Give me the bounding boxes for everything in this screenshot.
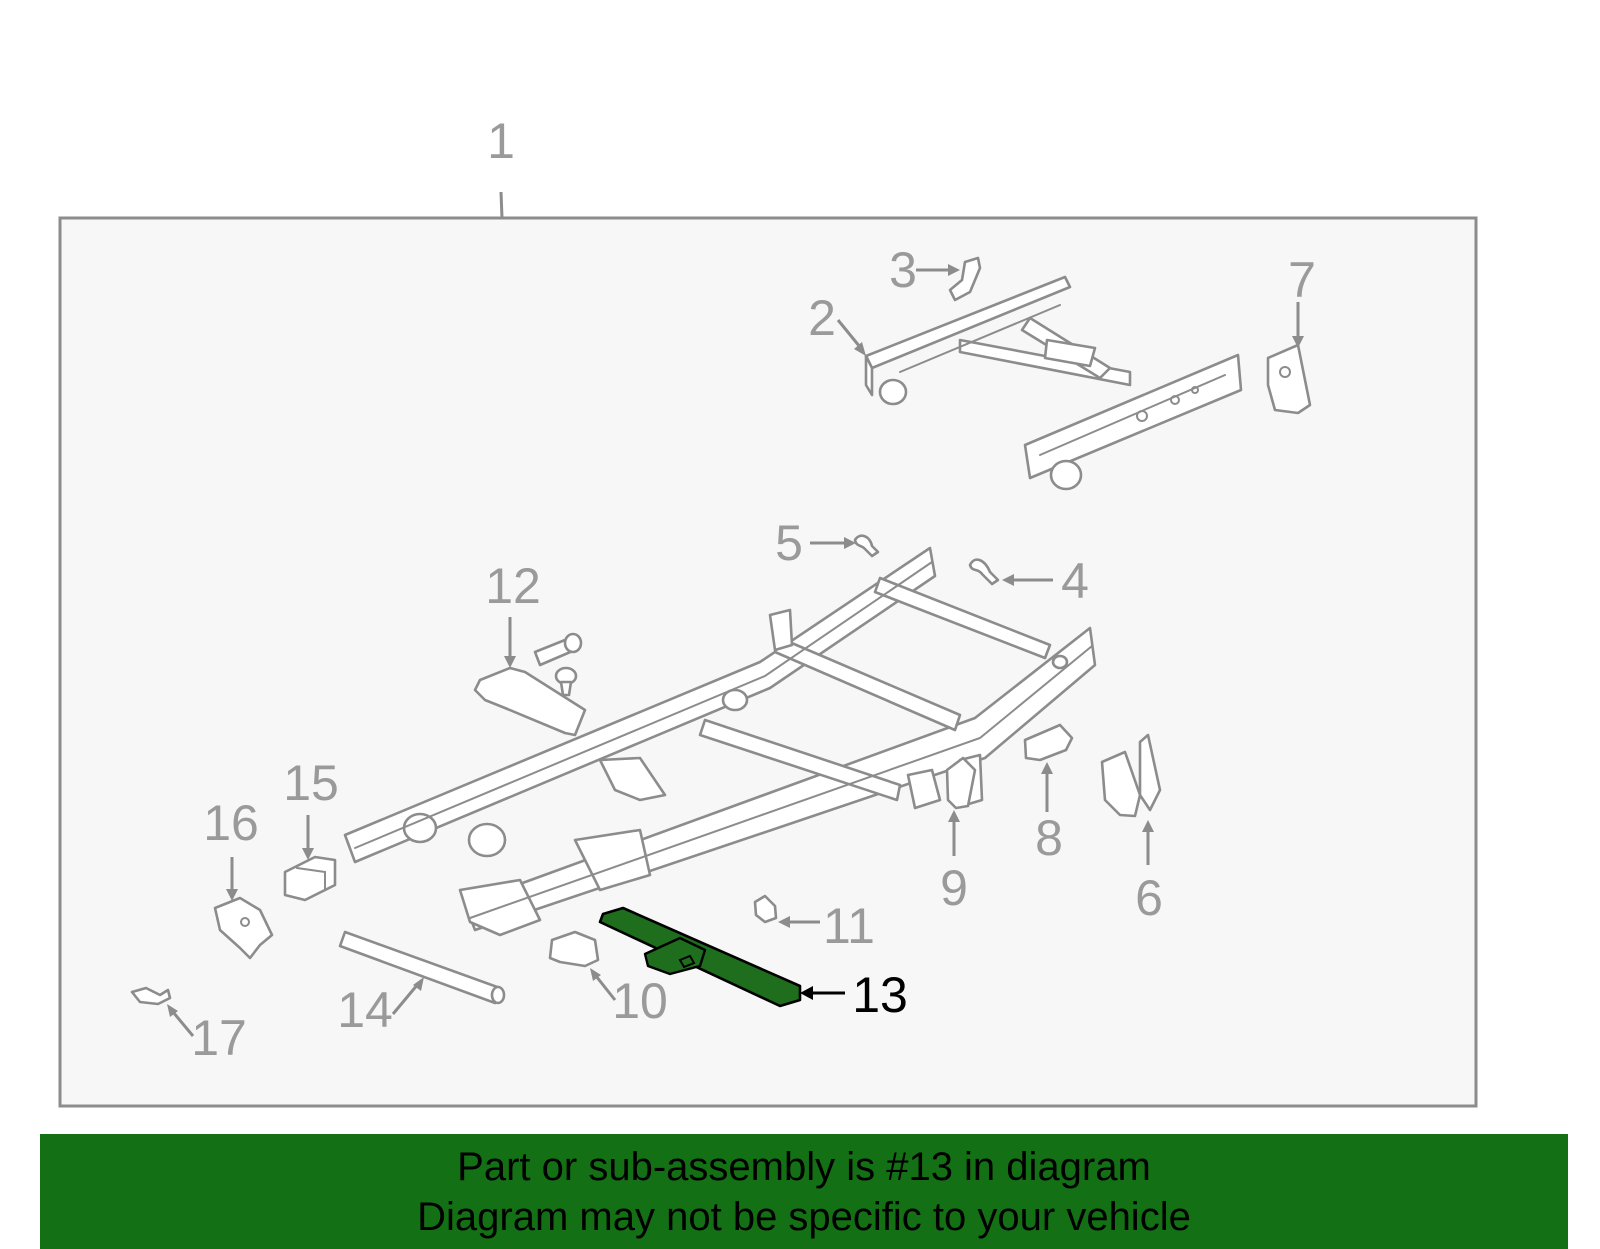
- part-info-banner: Part or sub-assembly is #13 in diagram D…: [40, 1134, 1568, 1249]
- callout-17: 17: [191, 1010, 247, 1066]
- callout-1: 1: [487, 113, 515, 169]
- callout-13[interactable]: 13: [852, 967, 908, 1023]
- part-4-clip[interactable]: [968, 558, 1000, 586]
- part-13-crossmember-highlighted[interactable]: [598, 906, 802, 1008]
- part-7-plate[interactable]: [1266, 343, 1312, 415]
- part-5-clip[interactable]: [853, 534, 880, 558]
- callout-5: 5: [775, 515, 803, 571]
- callout-9: 9: [940, 860, 968, 916]
- callout-7: 7: [1288, 252, 1316, 308]
- leader-17: [171, 1011, 195, 1037]
- callout-15: 15: [283, 755, 339, 811]
- part-10-bracket[interactable]: [548, 930, 600, 968]
- part-17-clip[interactable]: [130, 986, 172, 1006]
- callout-6: 6: [1135, 870, 1163, 926]
- part-3-bracket[interactable]: [948, 256, 982, 302]
- part-12-bracket-bolt[interactable]: [473, 632, 587, 737]
- leader-1: [499, 191, 504, 219]
- part-8-bracket[interactable]: [1023, 723, 1074, 762]
- part-6-bracket[interactable]: [1100, 733, 1162, 818]
- banner-line-part-number: Part or sub-assembly is #13 in diagram: [457, 1144, 1151, 1189]
- leader-2: [836, 319, 862, 348]
- callout-12: 12: [485, 558, 541, 614]
- part-14-rod[interactable]: [338, 930, 506, 1005]
- callout-4: 4: [1061, 553, 1089, 609]
- callout-3: 3: [889, 242, 917, 298]
- callout-14: 14: [337, 982, 393, 1038]
- callout-leaders: [167, 264, 1304, 1037]
- callout-8: 8: [1035, 810, 1063, 866]
- callout-2: 2: [808, 290, 836, 346]
- main-chassis-frame: [343, 546, 1097, 937]
- part-9-bracket[interactable]: [945, 756, 977, 810]
- banner-line-disclaimer: Diagram may not be specific to your vehi…: [417, 1194, 1191, 1239]
- part-15-block-mount[interactable]: [283, 855, 337, 902]
- part-11-small-bracket[interactable]: [753, 894, 778, 924]
- part-16-bracket[interactable]: [213, 896, 274, 960]
- frame-parts-diagram: 1 2 3 4 5 6 7 8 9 10 11 12 13 14 15 16 1…: [58, 113, 1478, 1108]
- part-2-rear-subframe[interactable]: [864, 275, 1243, 491]
- callout-16: 16: [203, 795, 259, 851]
- callout-11: 11: [823, 898, 875, 954]
- leader-14: [391, 983, 420, 1015]
- leader-10: [594, 975, 617, 1001]
- callout-10: 10: [612, 973, 668, 1029]
